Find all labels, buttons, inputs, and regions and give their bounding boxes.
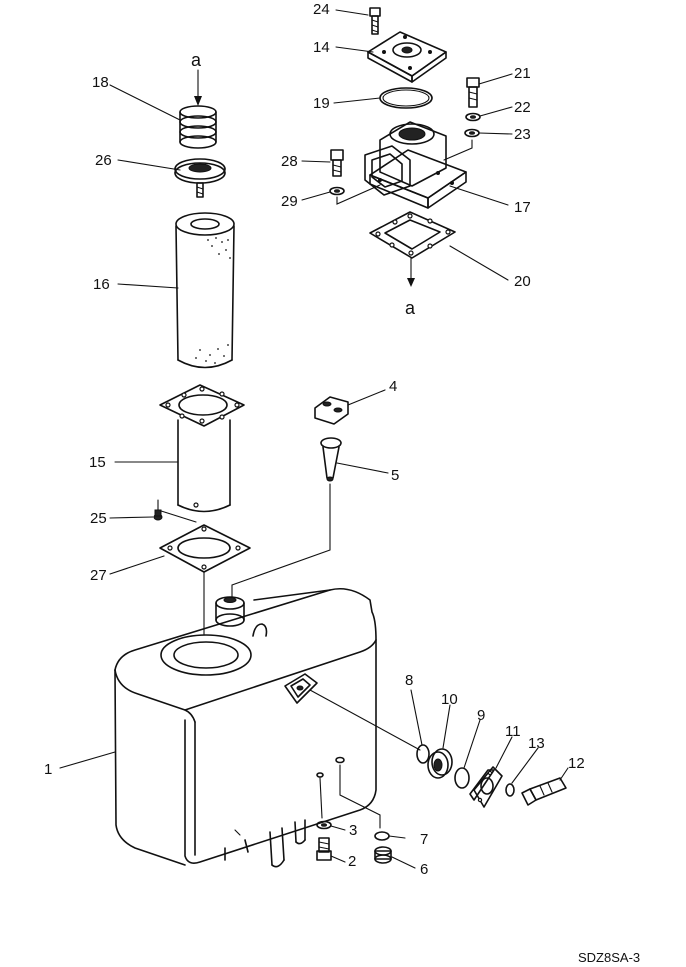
drain-plug-6 xyxy=(374,846,392,864)
hydraulic-tank-1 xyxy=(114,587,377,868)
label-27: 27 xyxy=(90,567,107,584)
o-ring-7 xyxy=(374,831,390,841)
sight-gauge-port xyxy=(284,673,318,704)
label-15: 15 xyxy=(89,454,106,471)
view-marker-a-top: a xyxy=(191,50,202,70)
label-9: 9 xyxy=(477,707,485,724)
label-3: 3 xyxy=(349,822,357,839)
label-12: 12 xyxy=(568,755,585,772)
view-marker-a-bottom: a xyxy=(405,298,416,318)
washer-23 xyxy=(464,128,480,138)
leader-drain-3 xyxy=(319,777,323,819)
label-2: 2 xyxy=(348,853,356,870)
washer-13 xyxy=(505,783,515,797)
leader-case-to-tank xyxy=(157,499,197,523)
bolt-21 xyxy=(466,77,480,108)
label-11: 11 xyxy=(505,723,521,740)
label-22: 22 xyxy=(514,99,531,116)
arrow-down-icon xyxy=(407,257,415,287)
arrow-down-icon xyxy=(194,69,202,106)
label-19: 19 xyxy=(313,95,330,112)
bolt-12 xyxy=(521,777,567,806)
breather-4 xyxy=(314,396,349,425)
label-21: 21 xyxy=(514,65,531,82)
washer-29 xyxy=(329,186,345,196)
label-14: 14 xyxy=(313,39,330,56)
gasket-20 xyxy=(369,211,456,259)
label-7: 7 xyxy=(420,831,428,848)
leader-29-to-housing xyxy=(336,184,381,205)
leader-strainer-to-filler xyxy=(231,483,331,601)
label-10: 10 xyxy=(441,691,458,708)
bolt-24 xyxy=(369,7,381,35)
label-6: 6 xyxy=(420,861,428,878)
lifting-hook xyxy=(252,623,268,637)
filter-case-15 xyxy=(159,384,245,513)
label-29: 29 xyxy=(281,193,298,210)
o-ring-8 xyxy=(416,744,430,764)
label-16: 16 xyxy=(93,276,110,293)
label-28: 28 xyxy=(281,153,298,170)
leader-23-to-housing xyxy=(443,139,473,161)
label-24: 24 xyxy=(313,1,330,18)
label-18: 18 xyxy=(92,74,109,91)
cover-plate-14 xyxy=(367,31,447,83)
bolt-2 xyxy=(316,837,332,861)
washer-22 xyxy=(465,112,481,122)
valve-plate-26 xyxy=(174,158,226,198)
label-4: 4 xyxy=(389,378,397,395)
spring-18 xyxy=(179,105,217,149)
label-23: 23 xyxy=(514,126,531,143)
filter-element-16 xyxy=(175,212,235,369)
leader-drain-7 xyxy=(339,764,381,829)
gasket-27 xyxy=(159,524,251,573)
label-17: 17 xyxy=(514,199,531,216)
plug-25 xyxy=(153,509,163,521)
label-26: 26 xyxy=(95,152,112,169)
label-5: 5 xyxy=(391,467,399,484)
callout-leaders xyxy=(59,9,569,869)
filter-housing-17 xyxy=(364,121,467,209)
o-ring-9 xyxy=(454,767,470,789)
flange-11 xyxy=(469,766,503,808)
leader-gauge-chain xyxy=(309,689,421,751)
washer-3 xyxy=(316,820,332,830)
label-8: 8 xyxy=(405,672,413,689)
bottom-ports xyxy=(224,819,306,868)
strainer-5 xyxy=(320,437,342,482)
filler-neck xyxy=(215,596,245,627)
label-25: 25 xyxy=(90,510,107,527)
o-ring-19 xyxy=(379,87,433,109)
sight-glass-10 xyxy=(427,748,453,779)
drawing-code: SDZ8SA-3 xyxy=(578,950,640,965)
label-20: 20 xyxy=(514,273,531,290)
filter-mesh-texture xyxy=(195,237,231,364)
label-1: 1 xyxy=(44,761,52,778)
label-13: 13 xyxy=(528,735,545,752)
part-labels: a a 1 2 3 4 5 6 7 8 9 10 11 12 13 14 15 … xyxy=(44,1,640,965)
bolt-28 xyxy=(330,149,344,177)
